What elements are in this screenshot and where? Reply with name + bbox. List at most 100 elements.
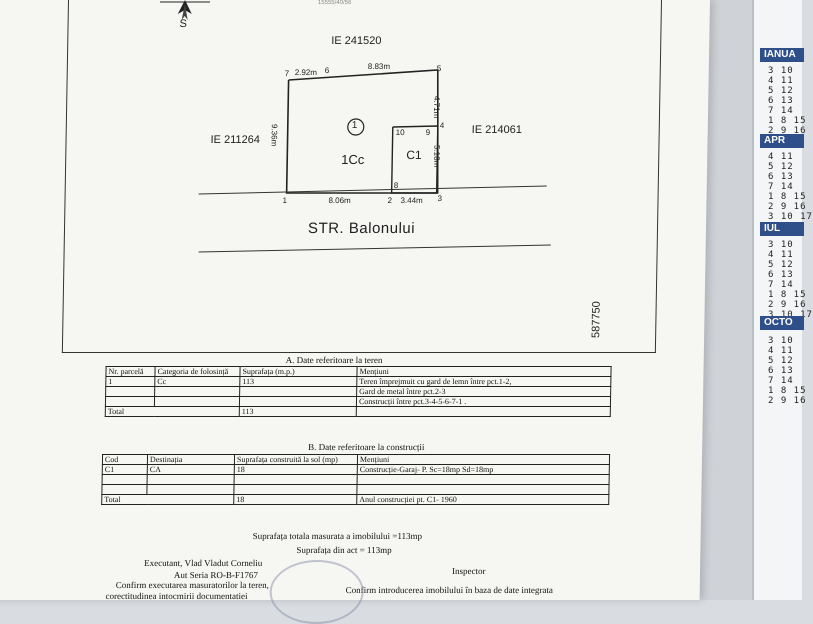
calendar-row: 5 12 [768, 260, 794, 270]
calendar-month-4: OCTO [760, 316, 804, 330]
cell-nr [105, 396, 155, 407]
parcel-code: 1Cc [341, 152, 365, 167]
point-10: 10 [395, 128, 405, 137]
calendar-row: 4 11 [768, 76, 794, 86]
calendar-row: 6 13 [768, 270, 794, 280]
dim-4-3: 5.18m [432, 145, 442, 168]
calendar-sheet [752, 0, 802, 600]
building-outline [390, 125, 439, 194]
north-label: S [179, 18, 188, 30]
cell-dest: CA [147, 464, 235, 475]
coord-label: 587750 [590, 301, 603, 338]
point-8: 8 [393, 181, 399, 190]
table-header: Nr. parcelă Categoria de folosință Supra… [105, 366, 612, 377]
cell-supr [239, 386, 357, 397]
parcel-number: 1 [351, 120, 358, 131]
neighbor-top: IE 241520 [331, 35, 382, 47]
cell-ment: Teren împrejmuit cu gard de lemn între p… [356, 376, 611, 387]
executant-name: Executant, Vlad Vladut Corneliu [144, 558, 263, 568]
neighbor-right: IE 214061 [471, 124, 522, 136]
table-row [101, 484, 610, 495]
cell-supr [239, 396, 357, 407]
point-1: 1 [282, 196, 288, 205]
cell-supr: 18 [234, 464, 358, 475]
table-row: 1 Cc 113 Teren împrejmuit cu gard de lem… [105, 376, 611, 387]
point-5: 5 [436, 64, 442, 73]
table-row: C1 CA 18 Construcție-Garaj- P. Sc=18mp S… [102, 464, 610, 475]
compass-rose-icon [159, 0, 210, 20]
section-a-title: A. Date referitoare la teren [285, 355, 383, 365]
calendar-row: 1 8 15 [768, 386, 807, 396]
point-9: 9 [425, 128, 431, 137]
header-mentiuni: Mențiuni [356, 366, 612, 377]
dim-2-3: 3.44m [400, 196, 423, 205]
cell-ment: Construcție-Garaj- P. Sc=18mp Sd=18mp [357, 464, 610, 475]
dim-1-7: 9.36m [269, 124, 279, 147]
calendar-month-2: APR [760, 134, 804, 148]
parcel-outline [285, 69, 439, 194]
calendar-month-3: IUL [760, 222, 804, 236]
dim-1-2: 8.06m [328, 196, 351, 205]
calendar-row: 2 9 16 [768, 202, 807, 212]
calendar-row: 3 10 17 [768, 310, 813, 320]
dim-5-4: 4.71m [431, 96, 442, 119]
table-row [102, 474, 610, 485]
header-nr: Nr. parcelă [105, 366, 156, 377]
calendar-month-1: IANUA [760, 48, 804, 62]
summary-measured: Suprafața totala masurata a imobilului =… [252, 531, 423, 541]
neighbor-left: IE 211264 [210, 134, 261, 146]
street-lower-line [198, 244, 551, 253]
cell-supr: 113 [239, 376, 357, 387]
header-suprafata: Suprafața (m.p.) [239, 366, 358, 377]
calendar-row: 7 14 [768, 182, 794, 192]
calendar-row: 1 8 15 [768, 290, 807, 300]
calendar-row: 6 13 [768, 366, 794, 376]
point-3: 3 [437, 194, 443, 203]
calendar-row: 1 8 15 [768, 192, 807, 202]
point-2: 2 [387, 196, 393, 205]
calendar-row: 1 8 15 [768, 116, 807, 126]
table-total-row: Total 18 Anul construcției pt. C1- 1960 [101, 494, 609, 505]
header-suprafata-sol: Suprafața construită la sol (mp) [234, 454, 358, 465]
calendar-row: 6 13 [768, 96, 794, 106]
table-header: Cod Destinația Suprafața construită la s… [102, 454, 610, 465]
calendar-row: 5 12 [768, 86, 794, 96]
cell-ment: Gard de metal între pct.2-3 [356, 386, 611, 397]
section-b-table: Cod Destinația Suprafața construită la s… [101, 454, 610, 505]
executant-line2: corectitudinea intocmirii documentatiei [105, 591, 248, 601]
header-categorie: Categoria de folosință [154, 366, 241, 377]
table-total-row: Total 113 [105, 406, 611, 417]
calendar-row: 5 12 [768, 356, 794, 366]
calendar-row: 2 9 16 [768, 300, 807, 310]
calendar-row: 7 14 [768, 376, 794, 386]
calendar-row: 7 14 [768, 106, 794, 116]
dim-7-6: 2.92m [294, 68, 318, 77]
calendar-row: 2 9 16 [768, 396, 807, 406]
calendar-row: 3 10 17 [768, 212, 813, 222]
calendar-row: 3 10 [768, 336, 794, 346]
parcel-number-circle [347, 118, 365, 136]
cadastral-plan-sheet: S 15555/40/56 IE 241520 IE 211264 IE 214… [0, 0, 710, 624]
cell-total-label: Total [101, 494, 234, 505]
cell-total-value: 18 [233, 494, 357, 505]
calendar-row: 5 12 [768, 162, 794, 172]
calendar-row: 4 11 [768, 152, 794, 162]
cell-cat: Cc [154, 376, 240, 387]
street-boundary-line [198, 185, 547, 195]
inspector-line1: Confirm introducerea imobilului în baza … [345, 585, 553, 595]
cell-total-value: 113 [239, 406, 357, 417]
calendar-row: 4 11 [768, 250, 794, 260]
executant-line1: Confirm executarea masuratorilor la tere… [115, 580, 270, 590]
inspector-title: Inspector [451, 566, 486, 576]
cell-nr: 1 [105, 376, 155, 387]
executant-aut: Aut Seria RO-B-F1767 [173, 570, 259, 580]
header-fragment: 15555/40/56 [317, 0, 352, 6]
section-a-table: Nr. parcelă Categoria de folosință Supra… [105, 366, 612, 417]
cell-cod: C1 [102, 464, 148, 475]
section-b-title: B. Date referitoare la construcții [308, 442, 425, 452]
calendar-row: 2 9 16 [768, 126, 807, 136]
table-row: Construcții între pct.3-4-5-6-7-1 . [105, 396, 611, 407]
cell-empty [356, 406, 611, 417]
header-mentiuni: Mențiuni [357, 454, 610, 465]
official-stamp [269, 560, 365, 624]
